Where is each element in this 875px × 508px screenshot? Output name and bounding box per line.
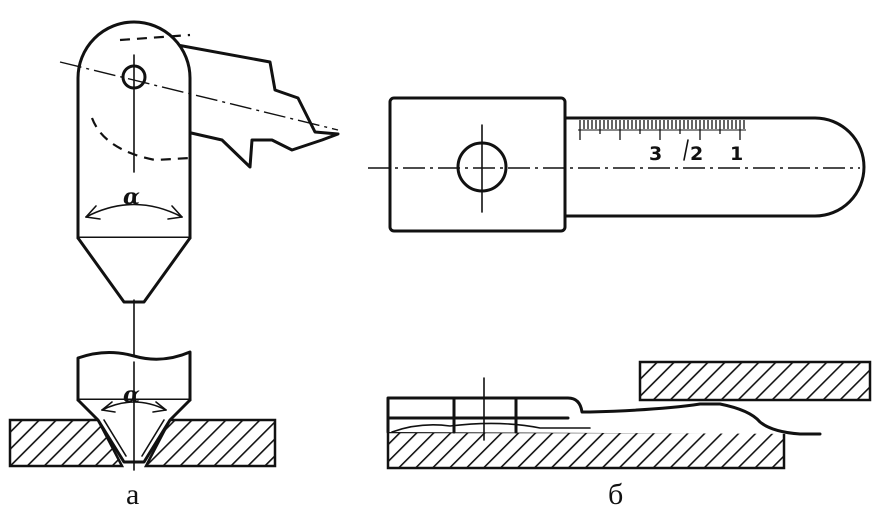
angle-arm bbox=[148, 38, 340, 169]
scale-label-3: 3 bbox=[649, 143, 662, 165]
angle-label-bottom: α bbox=[123, 382, 140, 408]
scale-label-1: 1 bbox=[730, 143, 743, 165]
plate-right-hatched bbox=[143, 418, 277, 468]
figure-a-gauge-side-view: α α а bbox=[8, 20, 340, 508]
caption-a: а bbox=[126, 478, 139, 508]
angle-arc-top bbox=[85, 203, 183, 218]
angle-arc-bottom bbox=[101, 401, 167, 411]
ruler-body bbox=[563, 116, 866, 218]
plate-left-hatched bbox=[8, 418, 125, 468]
angle-label-top: α bbox=[123, 184, 140, 210]
ruler-scale bbox=[578, 120, 746, 140]
gauge-head bbox=[388, 96, 567, 233]
caption-b: б bbox=[608, 478, 623, 508]
lower-plate-hatched bbox=[386, 430, 786, 470]
hidden-edge bbox=[90, 117, 191, 162]
figure-b-gauge-top-view: 3 2 1 б bbox=[368, 96, 872, 508]
scale-label-2: 2 bbox=[690, 143, 703, 165]
gauge-tip bbox=[76, 236, 192, 304]
gauge-side-profile bbox=[386, 396, 822, 436]
hidden-edge-2 bbox=[119, 33, 191, 42]
upper-plate-hatched bbox=[638, 360, 872, 402]
arm-axis-line bbox=[59, 61, 339, 131]
scale-pointer bbox=[683, 139, 689, 161]
